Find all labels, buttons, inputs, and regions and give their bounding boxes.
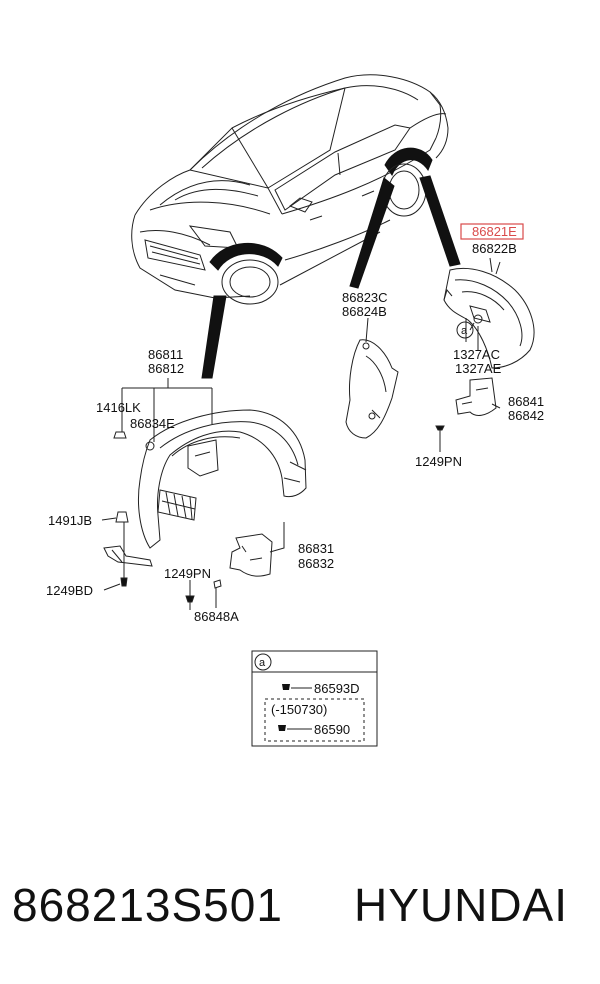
label-86823c: 86823C: [342, 290, 388, 305]
car-illustration: [131, 74, 449, 305]
callout-label: a: [461, 325, 468, 337]
legend-box: a 86593D (-150730) 86590: [251, 650, 378, 747]
part-number: 868213S501: [12, 879, 283, 931]
mud-flap-right: [455, 377, 497, 416]
legend-item-86590: 86590: [314, 722, 350, 737]
footer: 868213S501 HYUNDAI: [0, 878, 600, 948]
leader-wedge-rear-right: [419, 175, 461, 267]
label-86848a: 86848A: [194, 609, 239, 624]
label-86812: 86812: [148, 361, 184, 376]
clip-1416lk: [113, 431, 127, 439]
leader-wedge-front: [201, 295, 227, 379]
legend-note: (-150730): [271, 702, 327, 717]
screw-1249bd: [120, 577, 128, 587]
label-1416lk: 1416LK: [96, 400, 141, 415]
label-1327ae: 1327AE: [455, 361, 502, 376]
label-86842: 86842: [508, 408, 544, 423]
screw-86848a: [213, 579, 222, 589]
front-liner-part: [103, 409, 307, 567]
highlight-box: [460, 223, 524, 240]
label-86834e: 86834E: [130, 416, 175, 431]
nut-86834e: [145, 441, 155, 451]
label-86831: 86831: [298, 541, 334, 556]
label-1249pn-right: 1249PN: [415, 454, 462, 469]
screw-1249pn-right: [435, 425, 445, 442]
label-86822b: 86822B: [472, 241, 517, 256]
label-86824b: 86824B: [342, 304, 387, 319]
clip-1491jb: [115, 511, 129, 523]
parts-diagram: 86821E 86822B 86823C 86824B 1327AC 1327A…: [46, 74, 544, 747]
callout-circle: [456, 321, 474, 339]
label-86832: 86832: [298, 556, 334, 571]
leader-wedge-rear-left: [349, 177, 395, 289]
label-1249bd: 1249BD: [46, 583, 93, 598]
screw-1249pn-left: [185, 595, 195, 610]
brand-name: HYUNDAI: [354, 879, 569, 931]
legend-header: a: [259, 657, 266, 669]
label-1491jb: 1491JB: [48, 513, 92, 528]
label-86821e: 86821E: [472, 224, 517, 239]
legend-item-86593d: 86593D: [314, 681, 360, 696]
mid-shield-part: [345, 339, 399, 439]
label-1249pn-left: 1249PN: [164, 566, 211, 581]
label-86811: 86811: [148, 347, 183, 362]
label-1327ac: 1327AC: [453, 347, 500, 362]
mud-flap-left: [229, 533, 273, 577]
label-86841: 86841: [508, 394, 544, 409]
